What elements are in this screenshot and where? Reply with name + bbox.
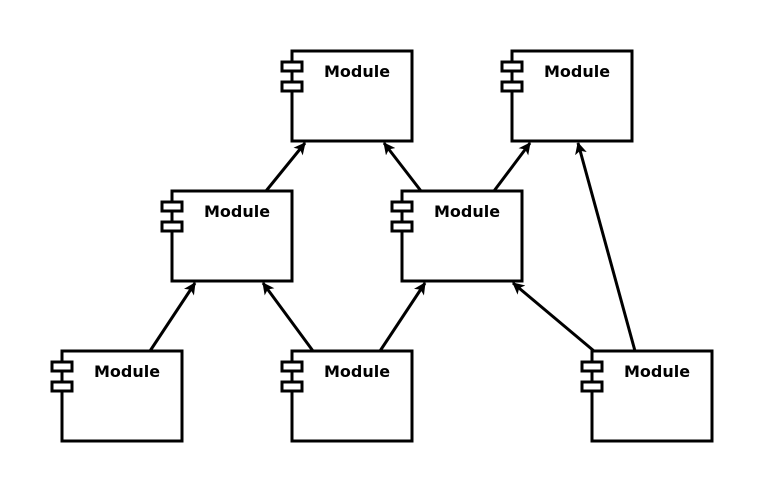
arrow-bottom-left-to-mid-left — [148, 282, 197, 352]
arrow-bottom-center-to-mid-right — [378, 282, 427, 352]
component-icon — [280, 80, 304, 93]
module-label: Module — [94, 362, 160, 381]
component-icon — [280, 60, 304, 73]
module-bottom-left[interactable]: Module — [50, 349, 184, 443]
module-label: Module — [434, 202, 500, 221]
module-label: Module — [544, 62, 610, 81]
component-icon — [160, 200, 184, 213]
arrow-mid-right-to-top-right — [492, 142, 532, 192]
module-label: Module — [324, 362, 390, 381]
component-icon — [280, 360, 304, 373]
module-label: Module — [324, 62, 390, 81]
component-icon — [500, 60, 524, 73]
module-mid-right[interactable]: Module — [390, 189, 524, 283]
arrow-mid-left-to-top-left — [264, 142, 307, 192]
module-bottom-center[interactable]: Module — [280, 349, 414, 443]
component-icon — [50, 360, 74, 373]
arrow-mid-right-to-top-left — [382, 142, 423, 192]
component-icon — [160, 220, 184, 233]
component-icon — [580, 380, 604, 393]
module-mid-left[interactable]: Module — [160, 189, 294, 283]
component-icon — [580, 360, 604, 373]
component-icon — [500, 80, 524, 93]
component-icon — [280, 380, 304, 393]
module-label: Module — [624, 362, 690, 381]
arrow-bottom-right-to-top-right — [575, 142, 637, 352]
arrow-bottom-center-to-mid-left — [261, 282, 315, 352]
component-icon — [390, 220, 414, 233]
module-top-left[interactable]: Module — [280, 49, 414, 143]
component-icon — [390, 200, 414, 213]
dependency-arrows — [148, 142, 637, 353]
module-bottom-right[interactable]: Module — [580, 349, 714, 443]
module-top-right[interactable]: Module — [500, 49, 634, 143]
component-icon — [50, 380, 74, 393]
arrow-bottom-right-to-mid-right — [512, 281, 595, 353]
module-label: Module — [204, 202, 270, 221]
